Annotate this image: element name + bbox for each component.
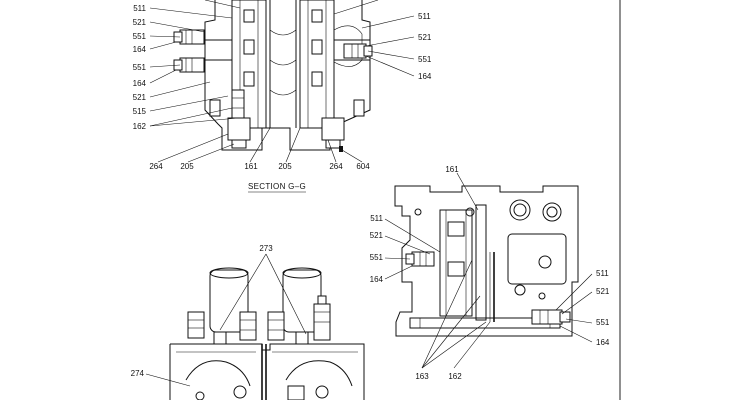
callout-tb-205-a: 205 xyxy=(180,162,194,171)
callout-tr-551: 551 xyxy=(418,55,432,64)
callout-rl-521: 521 xyxy=(370,231,384,240)
callout-tl-521-b: 521 xyxy=(133,93,147,102)
callout-bl-274: 274 xyxy=(131,369,145,378)
callout-bl-273: 273 xyxy=(259,244,273,253)
callout-rl-551: 551 xyxy=(370,253,384,262)
callout-tl-164-b: 164 xyxy=(133,79,147,88)
callout-tl-511: 511 xyxy=(133,4,146,13)
callout-tl-521: 521 xyxy=(133,18,147,27)
right-side-assembly xyxy=(394,185,579,337)
callout-tb-604: 604 xyxy=(356,162,370,171)
callout-rr-164: 164 xyxy=(596,338,610,347)
callout-rr-511: 511 xyxy=(596,269,609,278)
bottom-left-assembly xyxy=(169,267,365,400)
callout-rl-511: 511 xyxy=(370,214,383,223)
callout-tb-264-b: 264 xyxy=(329,162,343,171)
top-left-leaders xyxy=(149,0,379,127)
callout-tb-205-b: 205 xyxy=(278,162,292,171)
right-assembly-leaders xyxy=(384,172,593,369)
callout-rb-163: 163 xyxy=(415,372,429,381)
callout-tr-511: 511 xyxy=(418,12,431,21)
top-right-leaders xyxy=(361,15,415,77)
callout-rb-162: 162 xyxy=(448,372,462,381)
callout-tb-161: 161 xyxy=(244,162,258,171)
callout-tl-551-a: 551 xyxy=(133,32,147,41)
callout-rl-164: 164 xyxy=(370,275,384,284)
section-g-g-assembly xyxy=(173,0,373,152)
callout-tl-162: 162 xyxy=(133,122,147,131)
callout-tr-164: 164 xyxy=(418,72,432,81)
section-title: SECTION G–G xyxy=(248,182,306,191)
callout-tb-264-a: 264 xyxy=(149,162,163,171)
callout-tl-515: 515 xyxy=(133,107,147,116)
callout-tr-521: 521 xyxy=(418,33,432,42)
callout-tl-164-a: 164 xyxy=(133,45,147,54)
bottom-left-leaders xyxy=(145,253,307,387)
callout-rr-551: 551 xyxy=(596,318,610,327)
callout-rt-161: 161 xyxy=(445,165,459,174)
callout-rr-521: 521 xyxy=(596,287,610,296)
callout-tl-551-b: 551 xyxy=(133,63,147,72)
top-bottom-leaders xyxy=(157,127,363,163)
